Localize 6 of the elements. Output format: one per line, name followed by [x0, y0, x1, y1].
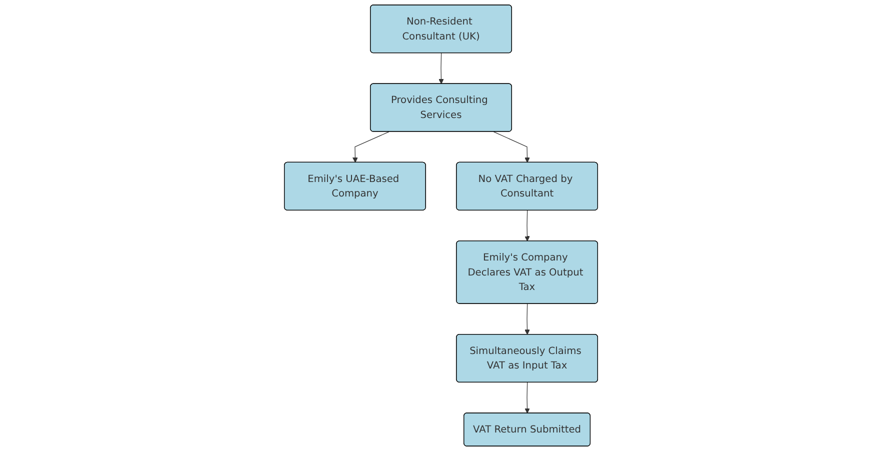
- arrow: [352, 132, 390, 163]
- arrow: [524, 304, 530, 335]
- arrow: [493, 132, 530, 163]
- arrow: [438, 52, 444, 84]
- arrow: [524, 382, 530, 414]
- arrow: [524, 210, 530, 242]
